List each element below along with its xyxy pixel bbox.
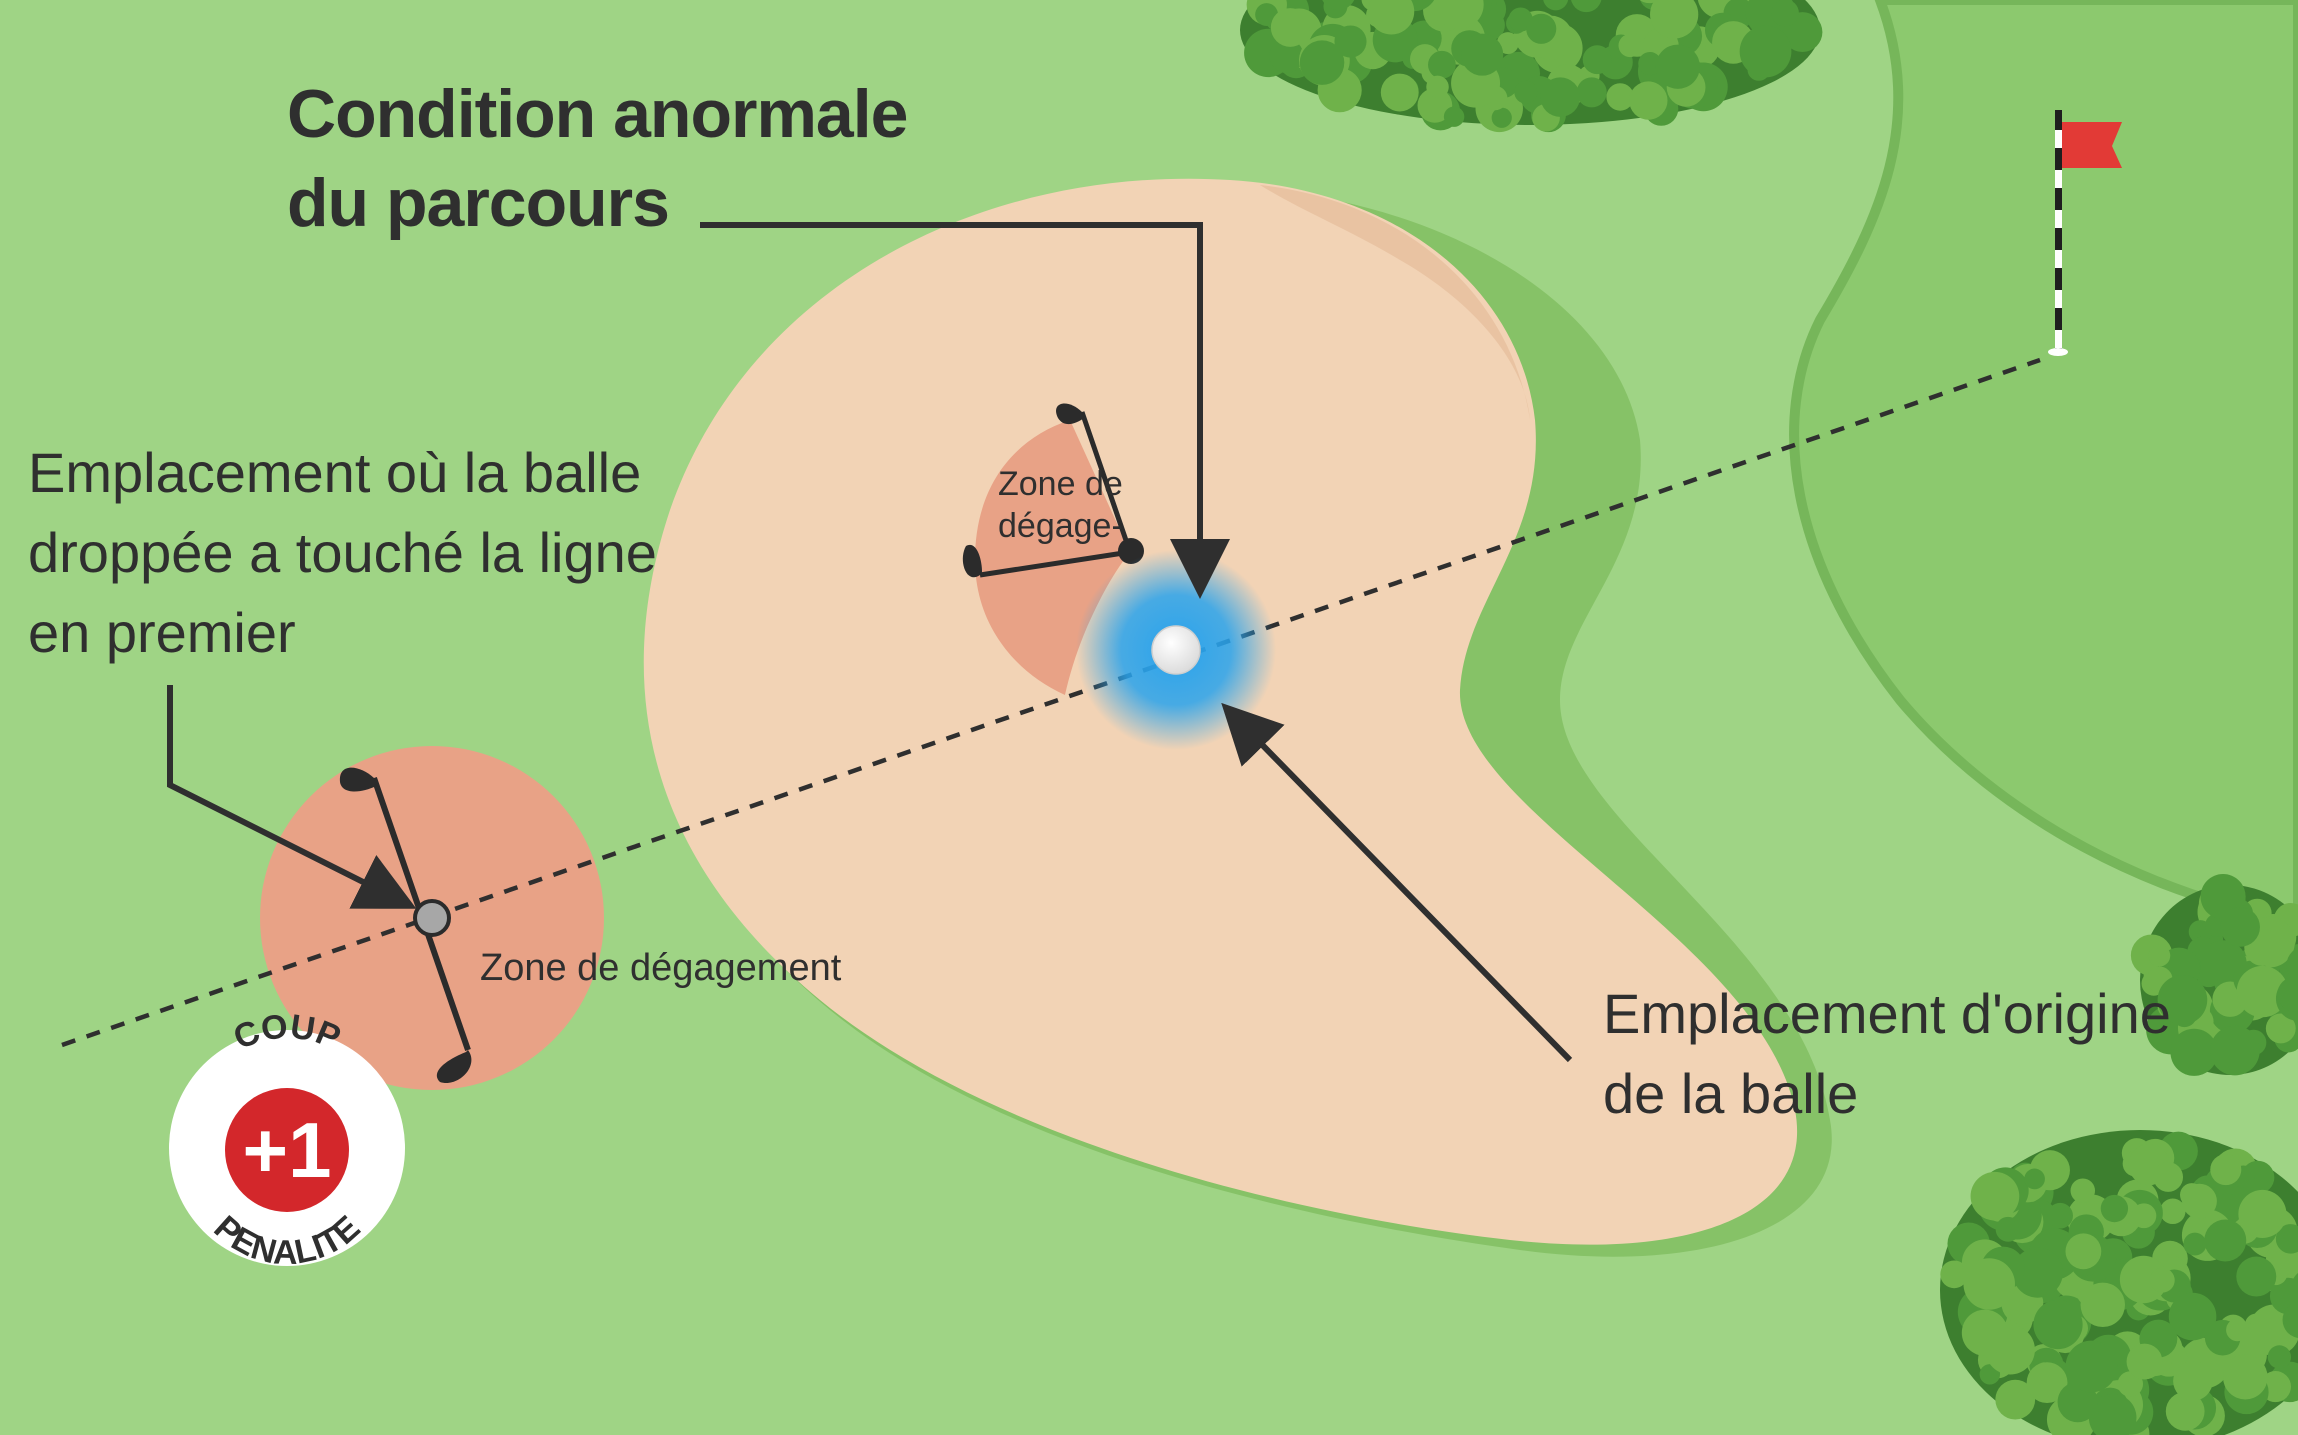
- first-touch-label-line-1: Emplacement où la balle: [28, 441, 641, 504]
- small-zone-label-line-1: Zone de: [998, 465, 1123, 503]
- original-spot-arrow: [1221, 702, 1573, 1063]
- small-relief-zone: [975, 420, 1130, 695]
- first-touch-arrow: [167, 685, 417, 909]
- golf-ball-icon: [1151, 625, 1201, 675]
- small-zone-label-line-2: dégage-: [998, 507, 1123, 545]
- bunker-inner-shade: [1260, 185, 1530, 420]
- title-line-1: Condition anormale: [287, 76, 907, 152]
- tree-icon: [1240, 0, 1823, 133]
- first-touch-label-line-2: droppée a touché la ligne: [28, 521, 657, 584]
- club-icon: [962, 403, 1144, 578]
- penalty-number: +1: [243, 1106, 332, 1194]
- title-arrow: [700, 222, 1230, 599]
- relief-zone-label: Zone de dégagement: [480, 947, 842, 989]
- small-zone-cutout: [1065, 552, 1150, 700]
- tree-icon: [2130, 874, 2298, 1076]
- original-spot-label-line-1: Emplacement d'origine: [1603, 982, 2171, 1045]
- putting-green: [1789, 0, 2298, 926]
- first-touch-label-line-3: en premier: [28, 601, 296, 664]
- title-line-2: du parcours: [287, 165, 669, 241]
- penalty-badge: +1 COUP PENALITE: [169, 1007, 405, 1272]
- tree-icon: [1940, 1130, 2298, 1435]
- flag-icon: [2048, 110, 2122, 356]
- original-spot-label-line-2: de la balle: [1603, 1062, 1858, 1125]
- first-touch-point: [413, 899, 451, 937]
- reference-line: [61, 357, 2041, 1048]
